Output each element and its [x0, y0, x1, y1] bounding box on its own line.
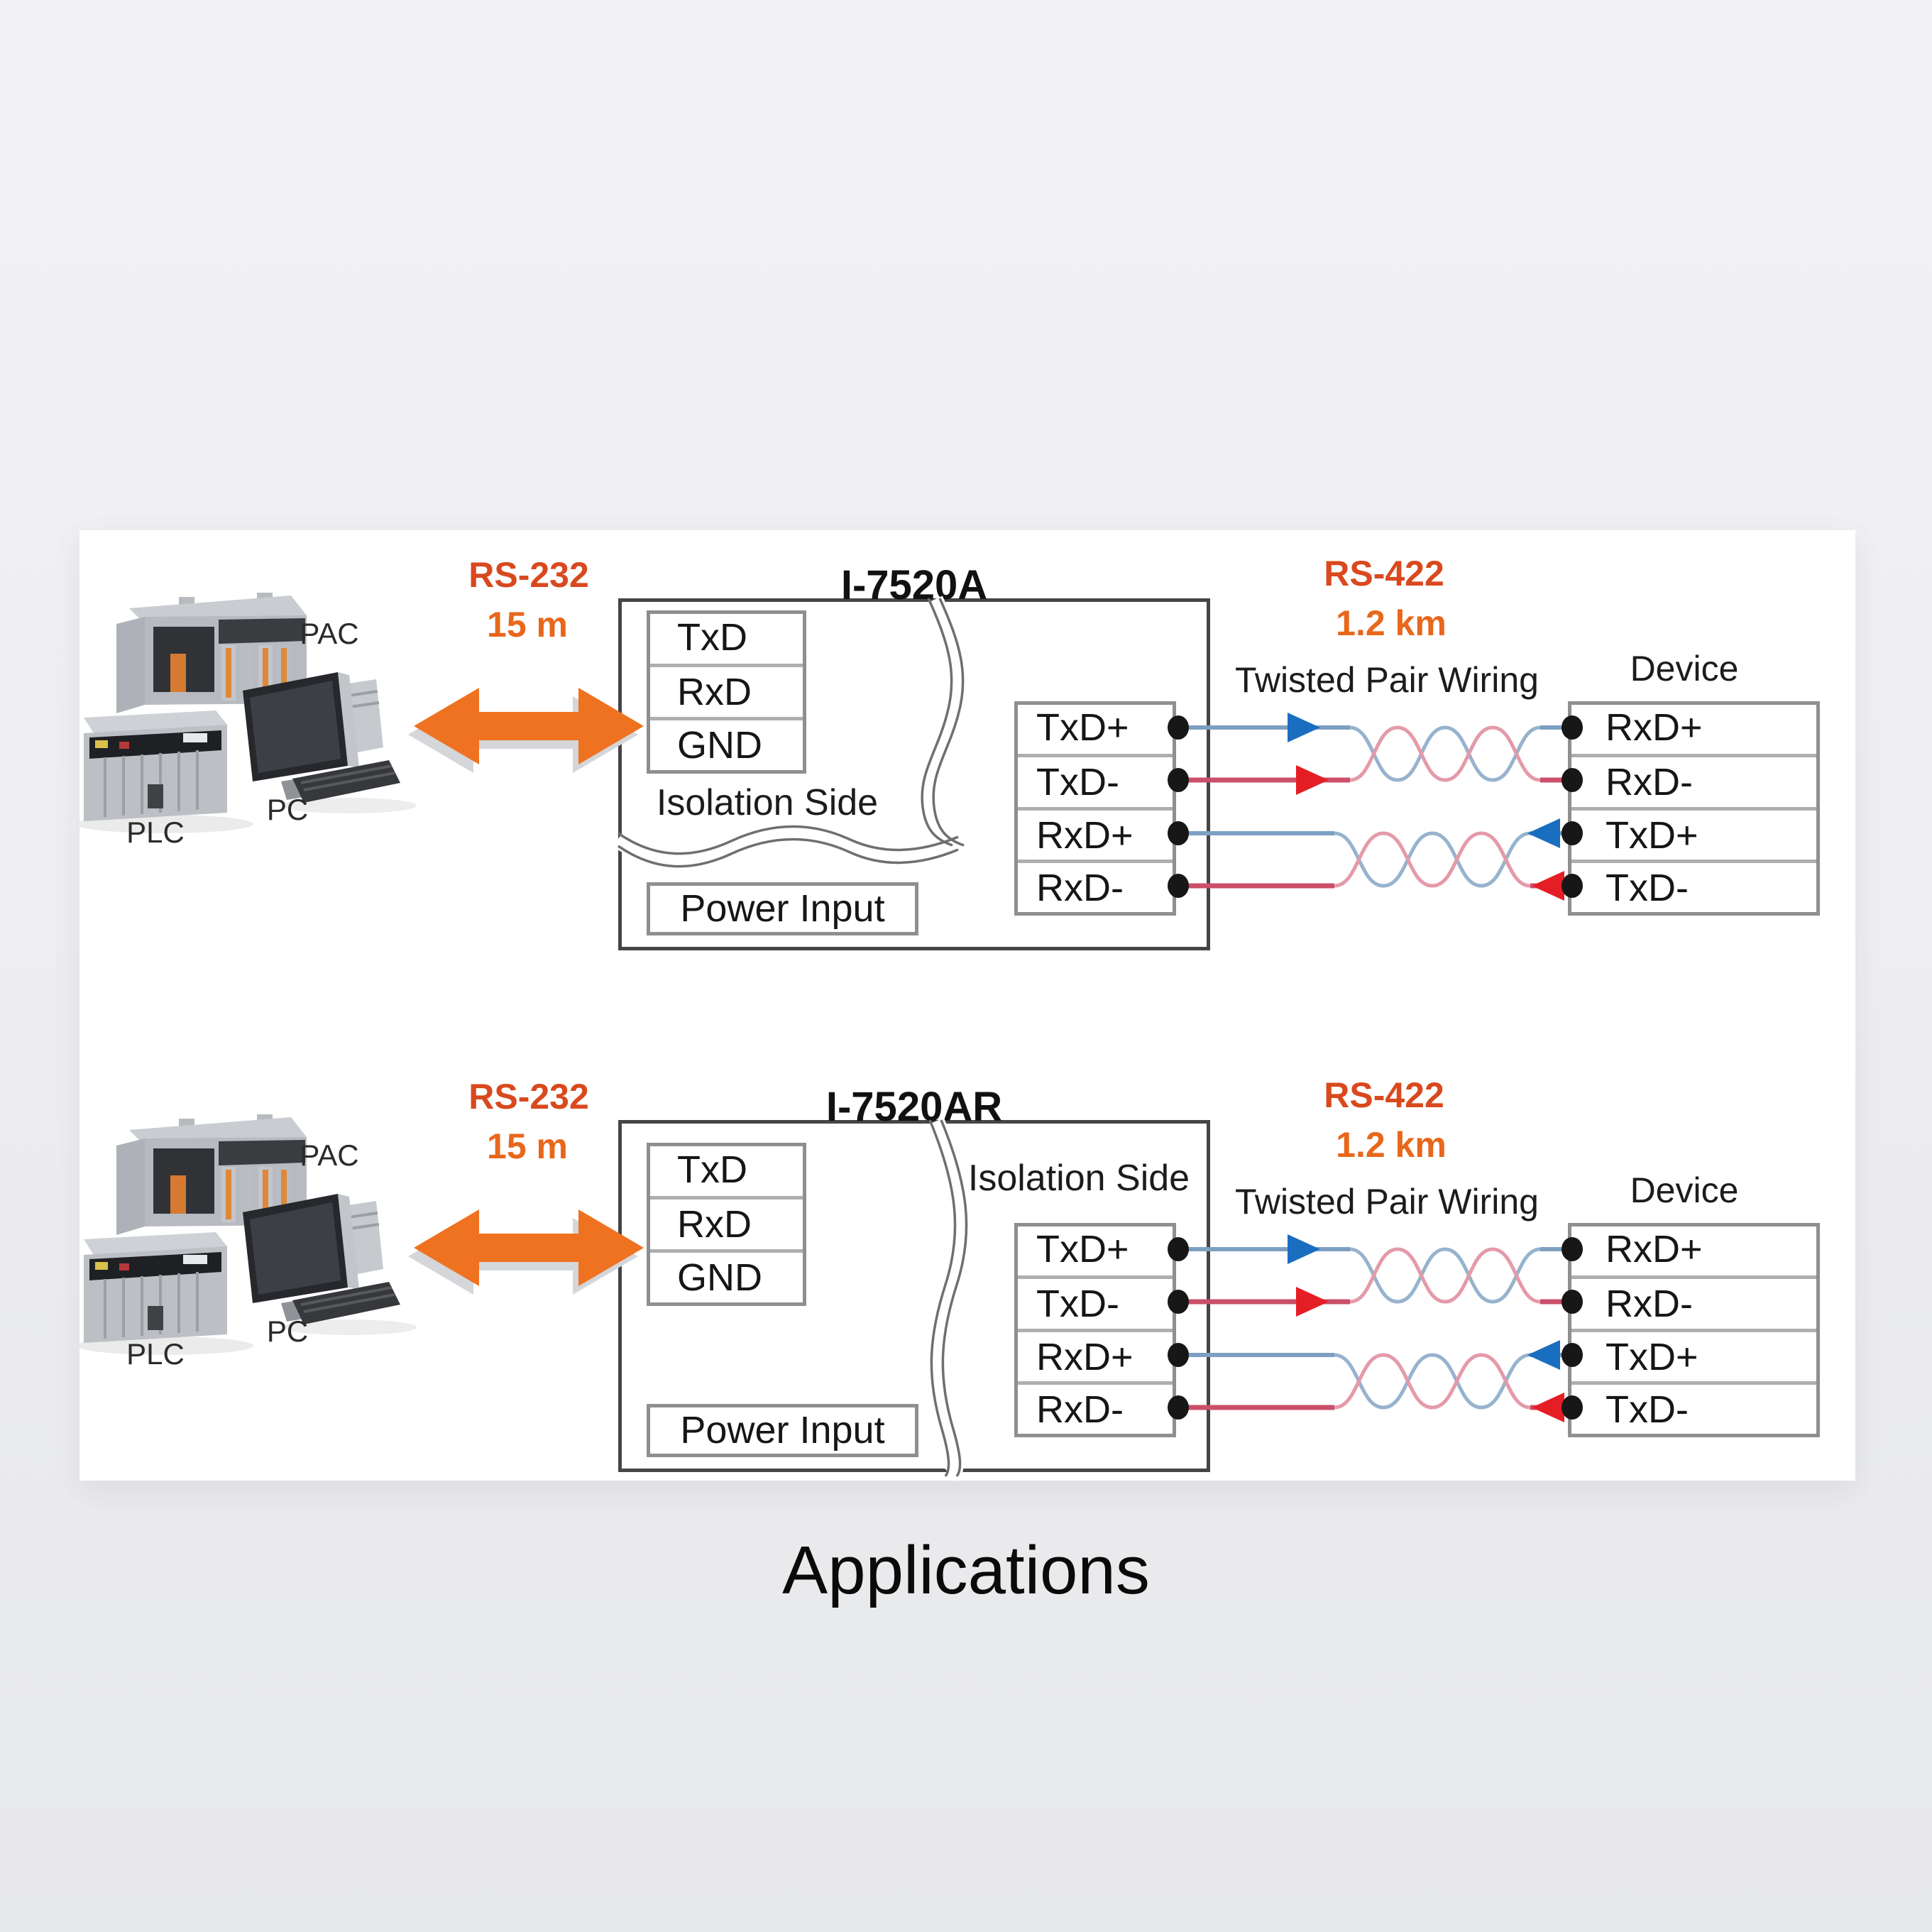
power-input-box: Power Input [647, 882, 918, 935]
plc-pac-pc-illustration: PAC PLC PC [79, 1114, 417, 1371]
device-pin-rxd-plus: RxD+ [1606, 1228, 1703, 1270]
rs232-protocol-label: RS-232 [468, 555, 589, 595]
wire-pair-txd-to-rxd [1178, 1234, 1572, 1317]
rs232-protocol-label: RS-232 [468, 1077, 589, 1116]
wire-pair-rxd-from-txd [1178, 1340, 1572, 1422]
device-pin-txd-plus: TxD+ [1571, 1328, 1816, 1381]
power-input-box: Power Input [647, 1404, 918, 1457]
device-label: Device [1630, 1170, 1739, 1210]
pin-rxd-minus: RxD- [1018, 859, 1173, 912]
pin-txd: TxD [677, 616, 747, 659]
signal-arrow-right-red-icon [1296, 765, 1329, 795]
pin-gnd: GND [650, 1249, 803, 1302]
rs232-bidirectional-arrow-icon [408, 1209, 644, 1295]
pin-rxd-plus: RxD+ [1018, 1328, 1173, 1381]
terminal-dots [1168, 715, 1583, 898]
rs232-distance-label: 15 m [487, 1126, 568, 1166]
pin-txd: TxD [677, 1148, 747, 1191]
application-diagram-i7520ar: I-7520AR RS-232 15 m RS-422 1.2 km Twist… [79, 1050, 1855, 1547]
plc-label: PLC [126, 1337, 185, 1371]
pin-rxd-plus: RxD+ [1018, 806, 1173, 860]
rs232-bidirectional-arrow-icon [408, 688, 644, 773]
pin-rxd-minus: RxD- [1018, 1381, 1173, 1434]
pc-label: PC [267, 1314, 308, 1348]
device-terminal-table: RxD+ RxD- TxD+ TxD- [1568, 701, 1820, 916]
pin-gnd: GND [650, 717, 803, 770]
signal-arrow-left-red-icon [1532, 1393, 1564, 1422]
signal-arrow-right-blue-icon [1288, 713, 1320, 742]
pin-txd-minus: TxD- [1018, 754, 1173, 806]
device-pin-txd-minus: TxD- [1571, 1381, 1816, 1434]
signal-arrow-right-red-icon [1296, 1287, 1329, 1317]
twisted-pair-wiring-label: Twisted Pair Wiring [1235, 660, 1539, 700]
rs232-distance-label: 15 m [487, 605, 568, 644]
device-terminal-table: RxD+ RxD- TxD+ TxD- [1568, 1223, 1820, 1437]
converter-title: I-7520A [840, 562, 988, 608]
device-pin-txd-plus: TxD+ [1571, 806, 1816, 860]
pac-label: PAC [300, 617, 358, 650]
pin-txd-minus: TxD- [1018, 1275, 1173, 1328]
device-pin-rxd-minus: RxD- [1571, 1275, 1816, 1328]
device-pin-txd-minus: TxD- [1571, 859, 1816, 912]
rs422-distance-label: 1.2 km [1336, 603, 1447, 643]
pin-txd-plus: TxD+ [1036, 1228, 1129, 1270]
plc-label: PLC [126, 816, 185, 849]
isolation-side-label: Isolation Side [967, 1158, 1190, 1199]
signal-arrow-left-blue-icon [1527, 818, 1560, 848]
isolation-side-label: Isolation Side [656, 782, 879, 823]
wire-pair-rxd-from-txd [1178, 818, 1572, 901]
rs422-protocol-label: RS-422 [1324, 1075, 1444, 1115]
device-pin-rxd-minus: RxD- [1571, 754, 1816, 806]
terminal-dots [1168, 1237, 1583, 1420]
twisted-pair-wiring-label: Twisted Pair Wiring [1235, 1182, 1539, 1222]
pc-label: PC [267, 793, 308, 826]
application-diagram-i7520a: I-7520A RS-232 15 m RS-422 1.2 km Twiste… [79, 529, 1855, 1026]
converter-box [618, 1120, 1210, 1472]
rs422-protocol-label: RS-422 [1324, 554, 1444, 593]
plc-pac-pc-illustration: PAC PLC PC [79, 593, 417, 849]
wire-pair-txd-to-rxd [1178, 713, 1572, 795]
device-label: Device [1630, 649, 1739, 688]
converter-title: I-7520AR [825, 1084, 1003, 1130]
pin-rxd: RxD [650, 1196, 803, 1249]
rs232-pin-table: TxD RxD GND [647, 610, 806, 774]
rs232-pin-table: TxD RxD GND [647, 1143, 806, 1306]
page-title: Applications [782, 1532, 1150, 1608]
signal-arrow-left-blue-icon [1527, 1340, 1560, 1370]
device-pin-rxd-plus: RxD+ [1606, 706, 1703, 749]
pin-rxd: RxD [650, 664, 803, 717]
rs422-terminal-table: TxD+ TxD- RxD+ RxD- [1014, 701, 1176, 916]
converter-box [618, 598, 1210, 950]
rs422-distance-label: 1.2 km [1336, 1125, 1447, 1165]
pac-label: PAC [300, 1138, 358, 1172]
signal-arrow-right-blue-icon [1288, 1234, 1320, 1264]
signal-arrow-left-red-icon [1532, 871, 1564, 901]
rs422-terminal-table: TxD+ TxD- RxD+ RxD- [1014, 1223, 1176, 1437]
pin-txd-plus: TxD+ [1036, 706, 1129, 749]
